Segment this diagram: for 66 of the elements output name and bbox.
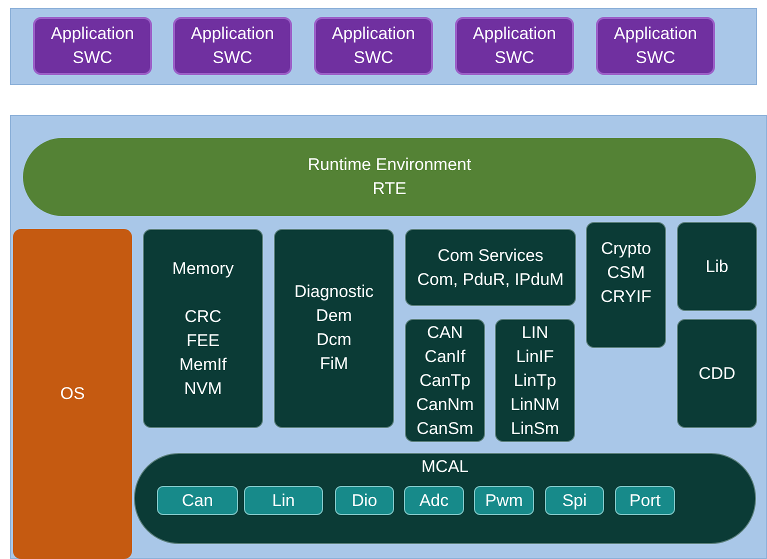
box-label: Crypto [600,238,652,260]
box-label: CanIf [424,346,466,368]
box-label: Dem [316,305,352,327]
box-label: LIN [522,322,548,344]
box-label: Application SWC [330,23,416,69]
box-label: Application SWC [190,23,276,69]
box-label: CanTp [419,370,471,392]
driver-box [474,486,534,515]
module-box [274,229,394,428]
box-label: NVM [184,378,222,400]
box-label: Pwm [485,490,523,512]
box-label: RTE [372,178,406,200]
box-label: Adc [419,490,449,512]
box-label: LinSm [510,418,560,440]
layer-band [10,115,767,559]
driver-box [615,486,675,515]
box-label: CanNm [416,394,474,416]
box-label: Memory [172,258,234,280]
box-label: CRYIF [600,286,652,308]
driver-box [157,486,238,515]
component-box [455,17,574,75]
driver-box [404,486,464,515]
driver-box [244,486,323,515]
os-block [13,229,132,559]
box-label: Application SWC [612,23,698,69]
module-box [143,229,263,428]
component-box [173,17,292,75]
module-box [495,319,575,442]
module-box [405,319,485,442]
box-label: LinNM [510,394,560,416]
box-label: Port [629,490,661,512]
box-label: FiM [320,353,348,375]
box-label: MCAL [421,456,469,478]
box-label: CRC [184,306,222,328]
box-label: CanSm [416,418,474,440]
module-box [586,222,666,348]
box-label: LinTp [514,370,556,392]
box-label: CSM [607,262,645,284]
box-label: CAN [427,322,463,344]
box-label: LinIF [516,346,554,368]
box-label: MemIf [179,354,227,376]
component-box [596,17,715,75]
box-label: OS [60,383,85,405]
box-label: Lib [706,256,728,278]
box-label: Dcm [316,329,352,351]
layer-band [10,8,757,85]
box-label: Dio [352,490,378,512]
box-label: Application SWC [50,23,136,69]
box-label: Diagnostic [294,281,374,303]
driver-box [545,486,604,515]
box-label: Runtime Environment [308,154,472,176]
module-box [677,319,757,428]
module-box [677,222,757,311]
box-label: CDD [698,362,736,384]
box-label: Spi [562,490,587,512]
box-label: Com, PduR, IPduM [417,268,564,290]
component-box [33,17,152,75]
driver-box [335,486,394,515]
module-box [405,229,576,306]
box-label: Lin [272,490,295,512]
component-box [314,17,433,75]
box-label: Can [182,490,214,512]
mcal-bar [134,453,756,544]
box-label: FEE [186,330,220,352]
box-label: Com Services [438,244,544,266]
box-label: Application SWC [472,23,558,69]
